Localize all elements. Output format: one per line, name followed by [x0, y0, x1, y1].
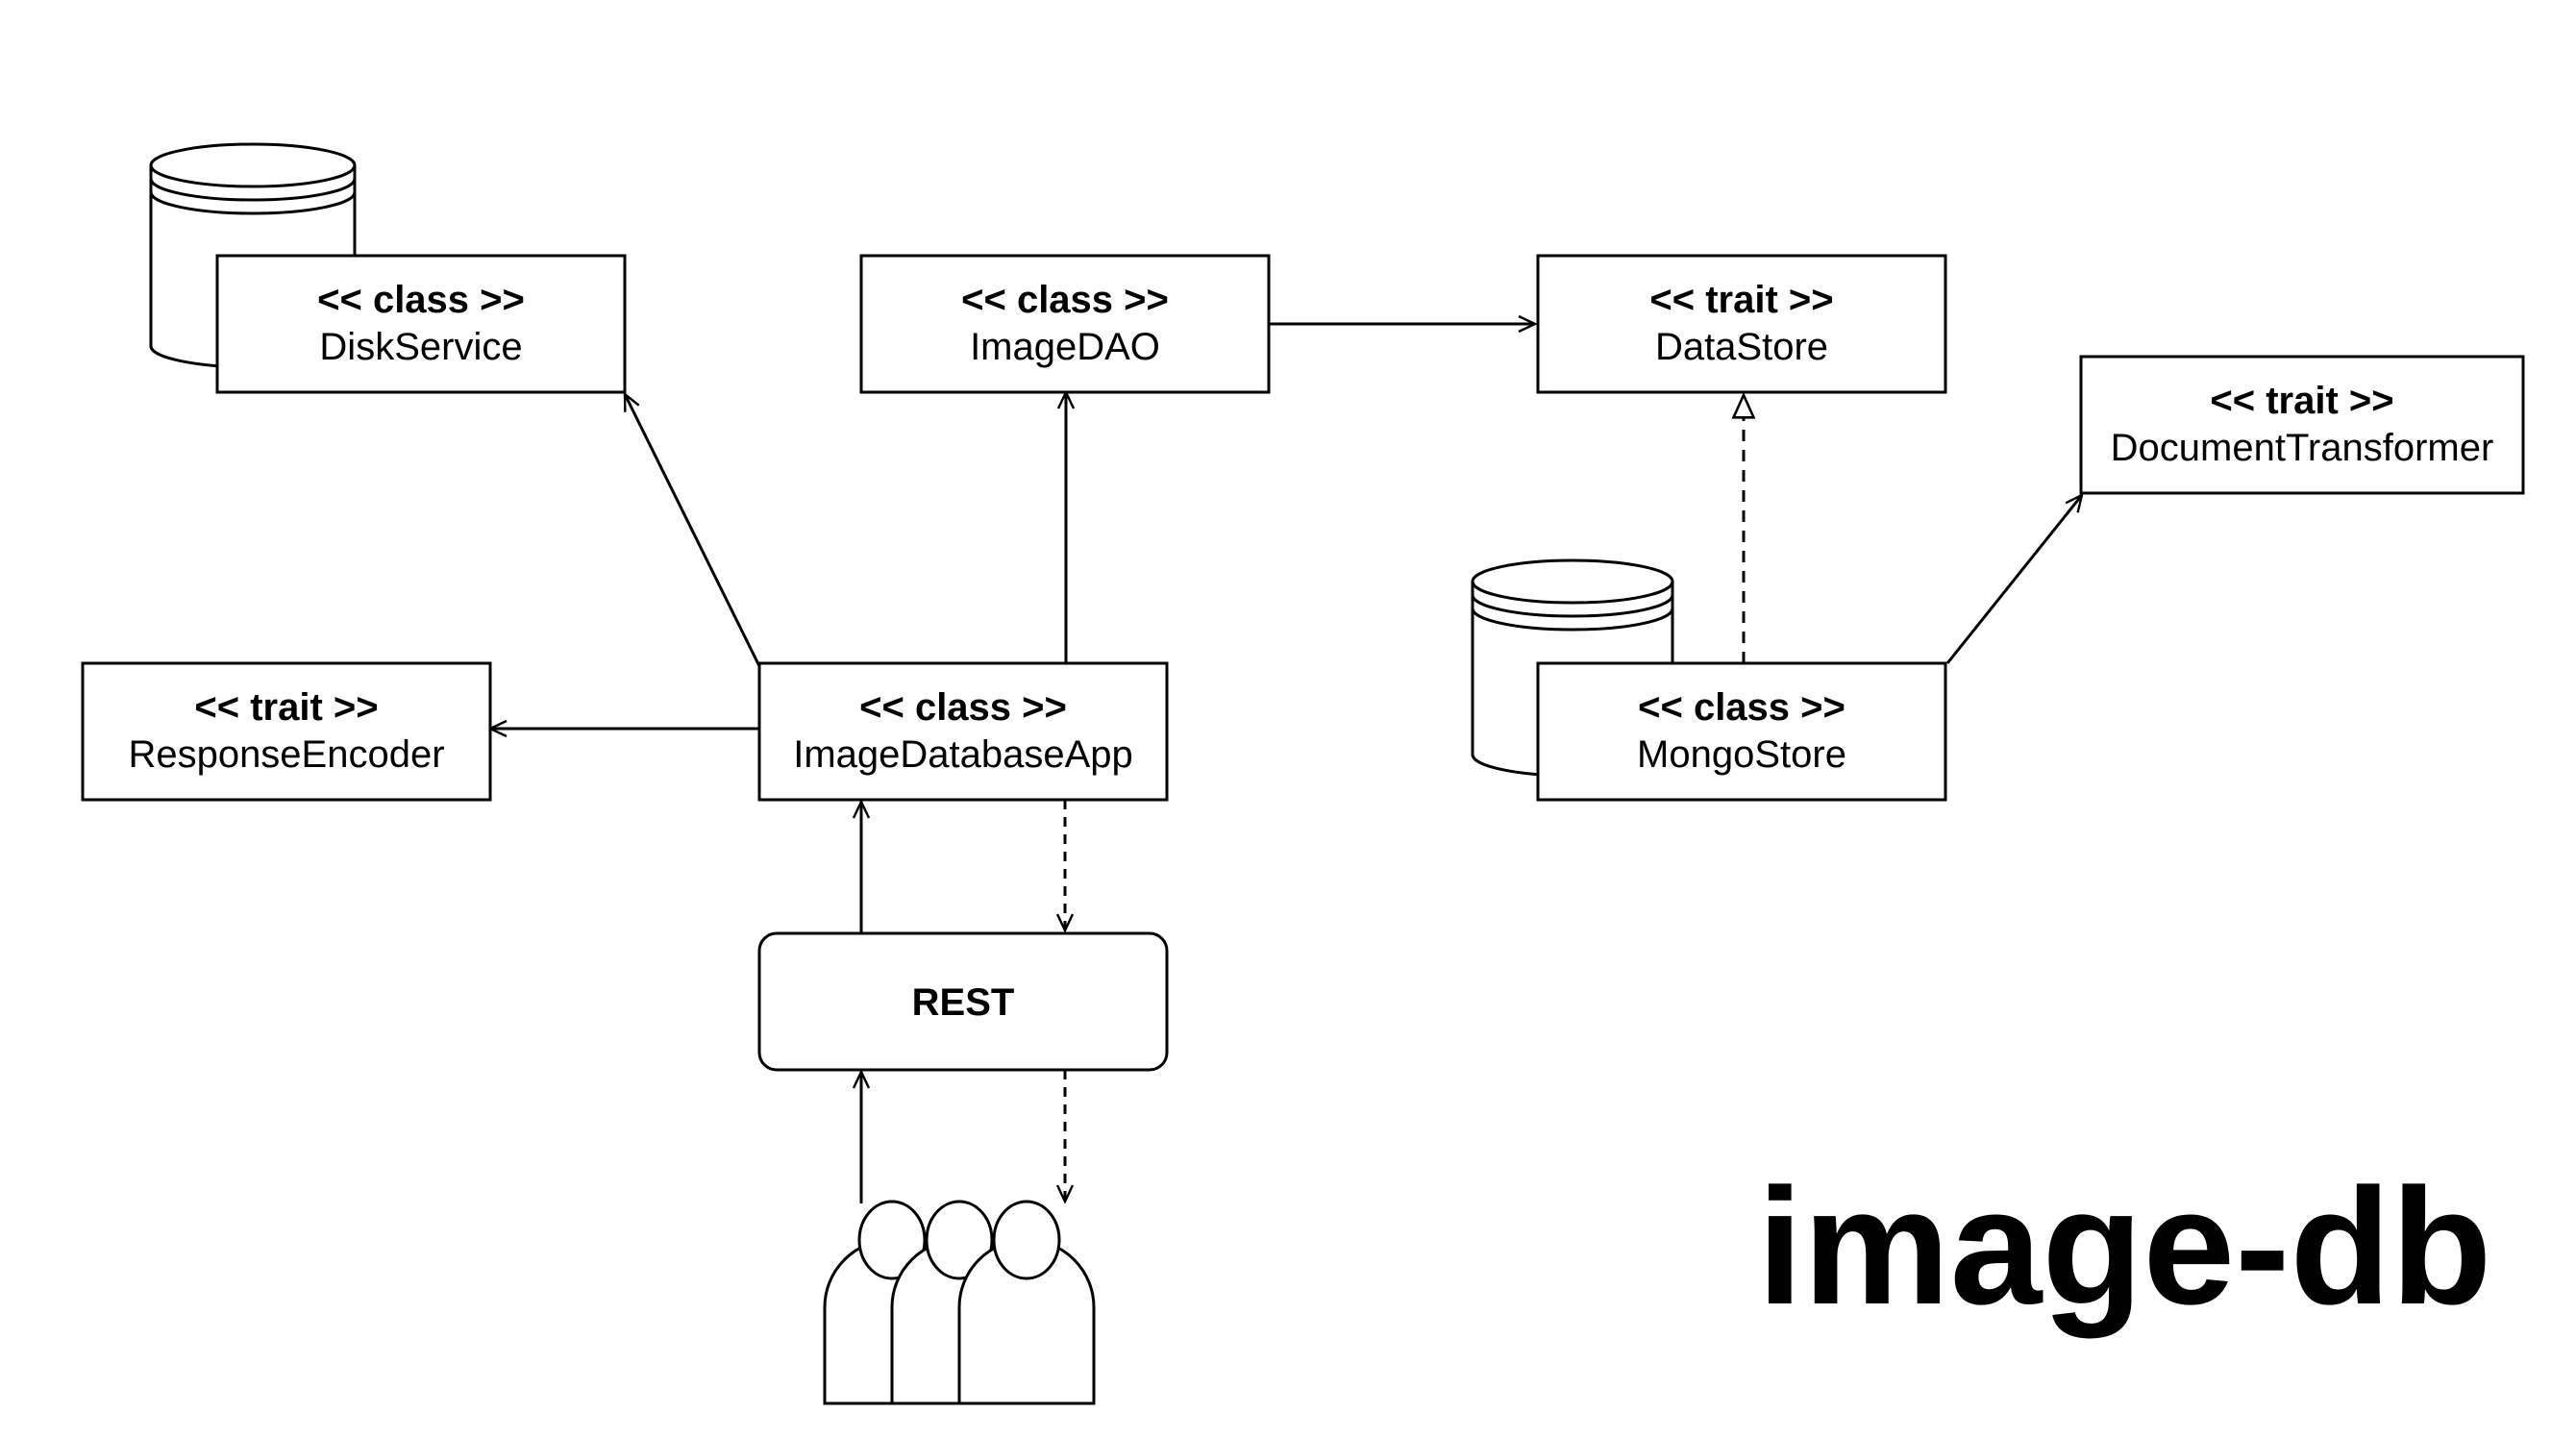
edge-mongostore-to-documenttransformer — [1945, 495, 2082, 664]
rest-box — [757, 931, 1169, 1072]
imagedao-stereotype: << class >> — [961, 279, 1169, 321]
diskservice-box — [215, 254, 627, 394]
imagedao-name: ImageDAO — [970, 326, 1160, 368]
documenttransformer-name: DocumentTransformer — [2111, 427, 2494, 469]
imagedatabaseapp-stereotype: << class >> — [859, 686, 1067, 729]
edge-app-to-diskservice — [623, 394, 761, 667]
diskservice-name: DiskService — [319, 326, 522, 368]
imagedatabaseapp-box — [757, 661, 1169, 802]
documenttransformer-box — [2079, 355, 2525, 495]
datastore-box — [1536, 254, 1947, 394]
imagedao-box — [859, 254, 1271, 394]
mongostore-name: MongoStore — [1637, 733, 1846, 776]
responseencoder-name: ResponseEncoder — [128, 733, 444, 776]
datastore-stereotype: << trait >> — [1649, 279, 1833, 321]
documenttransformer-stereotype: << trait >> — [2210, 380, 2393, 422]
diskservice-stereotype: << class >> — [317, 279, 525, 321]
responseencoder-stereotype: << trait >> — [194, 686, 378, 729]
mongostore-box — [1536, 661, 1947, 802]
mongostore-stereotype: << class >> — [1638, 686, 1845, 729]
users-icon — [823, 1200, 1096, 1405]
rest-label: REST — [912, 981, 1015, 1024]
imagedatabaseapp-name: ImageDatabaseApp — [793, 733, 1133, 776]
page-title: image-db — [1757, 1154, 2492, 1339]
datastore-name: DataStore — [1655, 326, 1828, 368]
responseencoder-box — [81, 661, 492, 802]
